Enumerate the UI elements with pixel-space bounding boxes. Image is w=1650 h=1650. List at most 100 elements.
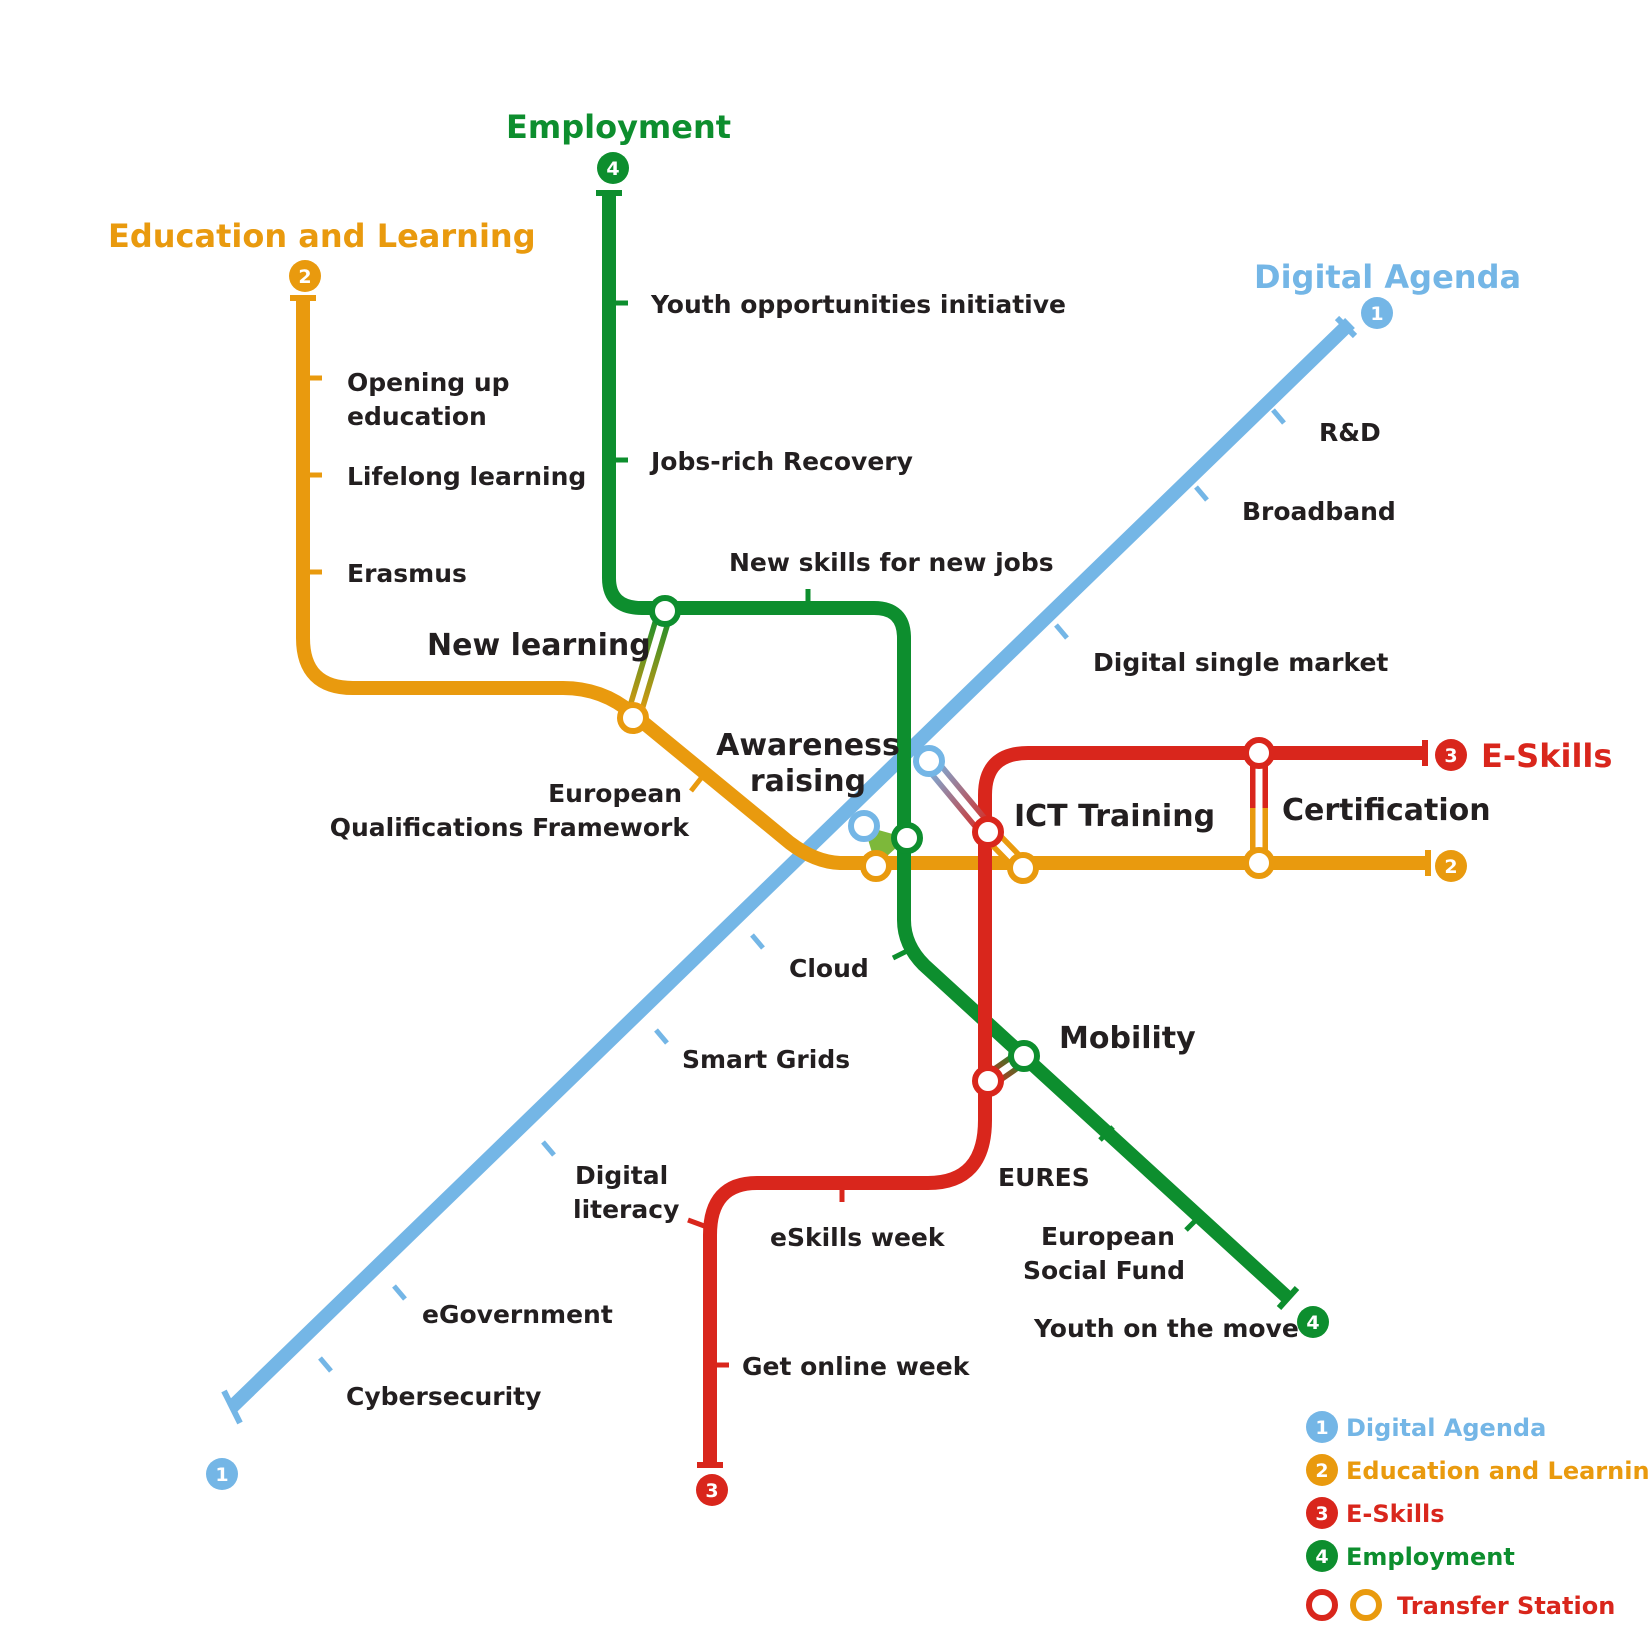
svg-text:3: 3 (1315, 1503, 1328, 1525)
transfer-certification (1243, 737, 1275, 879)
transfer-ict-training (913, 745, 1039, 884)
station-youth-on-the-move: Youth on the move (1033, 1314, 1299, 1343)
badge-1-bottom: 1 (206, 1458, 238, 1490)
tick-cloud (750, 933, 765, 950)
svg-text:3: 3 (705, 1480, 718, 1502)
title-employment: Employment (506, 108, 731, 146)
node-red (972, 816, 1004, 848)
tick-cloud-green (891, 947, 911, 961)
station-new-skills: New skills for new jobs (729, 548, 1054, 577)
tick-digital-literacy (541, 1140, 556, 1157)
station-youth-opportunities: Youth opportunities initiative (650, 290, 1066, 319)
svg-text:E-Skills: E-Skills (1346, 1500, 1445, 1528)
svg-text:2: 2 (298, 266, 311, 288)
tick-digital-single-market (1054, 623, 1069, 640)
legend: 1 Digital Agenda 2 Education and Learnin… (1306, 1411, 1650, 1621)
node-red (1243, 737, 1275, 769)
tick-eqf (689, 775, 704, 793)
node-red (972, 1065, 1004, 1097)
station-digital-single-market: Digital single market (1093, 648, 1388, 677)
node-green (649, 595, 681, 627)
station-digital-literacy-line2: literacy (573, 1195, 679, 1224)
legend-transfer-label: Transfer Station (1397, 1592, 1615, 1620)
transfer-awareness-raising (848, 810, 923, 882)
node-orange (860, 850, 892, 882)
badges: 1 1 2 2 3 3 4 4 (206, 152, 1467, 1506)
line-education (290, 295, 1431, 876)
label-ict-training: ICT Training (1014, 799, 1215, 834)
tick-egovernment (392, 1284, 407, 1301)
svg-text:Education and Learning: Education and Learning (1346, 1457, 1650, 1485)
svg-text:2: 2 (1444, 856, 1457, 878)
label-new-learning: New learning (427, 628, 651, 663)
tick-broadband (1194, 485, 1209, 502)
title-digital-agenda: Digital Agenda (1254, 258, 1521, 296)
tick-cybersecurity (318, 1356, 333, 1373)
svg-text:4: 4 (1315, 1546, 1328, 1568)
badge-3-bottom: 3 (696, 1474, 728, 1506)
label-certification: Certification (1282, 793, 1491, 828)
station-esf-line1: European (1041, 1222, 1175, 1251)
station-esf-line2: Social Fund (1023, 1256, 1185, 1285)
badge-4-bottom: 4 (1297, 1306, 1329, 1338)
tick-smart-grids (654, 1028, 669, 1045)
svg-text:4: 4 (606, 158, 619, 180)
label-awareness-line2: raising (750, 764, 866, 799)
badge-1-top: 1 (1361, 297, 1393, 329)
svg-text:2: 2 (1315, 1460, 1328, 1482)
node-orange (1243, 847, 1275, 879)
station-jobs-rich-recovery: Jobs-rich Recovery (649, 447, 913, 476)
station-smart-grids: Smart Grids (682, 1045, 850, 1074)
svg-text:3: 3 (1444, 745, 1457, 767)
line-digital-agenda (221, 315, 1358, 1425)
title-education: Education and Learning (108, 217, 536, 255)
svg-text:1: 1 (1315, 1417, 1328, 1439)
node-orange (617, 702, 649, 734)
digital-agenda-end-cap (221, 1389, 243, 1425)
legend-item-eskills: 3 E-Skills (1306, 1497, 1445, 1529)
label-awareness-line1: Awareness (716, 728, 900, 763)
svg-text:Employment: Employment (1346, 1543, 1515, 1571)
svg-text:1: 1 (1370, 303, 1383, 325)
line-employment (596, 190, 1300, 1311)
svg-text:Digital Agenda: Digital Agenda (1346, 1414, 1546, 1442)
station-broadband: Broadband (1242, 497, 1396, 526)
station-eskills-week: eSkills week (770, 1223, 946, 1252)
line-eskills (687, 740, 1428, 1468)
station-lifelong-learning: Lifelong learning (347, 462, 586, 491)
employment-track (602, 193, 1293, 1304)
employment-end-cap (1276, 1285, 1300, 1311)
tick-gap (687, 1217, 708, 1230)
education-track (296, 298, 1428, 870)
transfer-new-learning (617, 595, 681, 734)
label-mobility: Mobility (1059, 1021, 1196, 1056)
title-eskills: E-Skills (1481, 737, 1612, 775)
node-orange (1007, 852, 1039, 884)
svg-text:1: 1 (215, 1464, 228, 1486)
station-get-online-week: Get online week (742, 1352, 971, 1381)
legend-item-digital-agenda: 1 Digital Agenda (1306, 1411, 1546, 1443)
tick-eures (1098, 1125, 1115, 1142)
node-blue (848, 810, 880, 842)
station-eures: EURES (998, 1163, 1090, 1192)
badge-2-top: 2 (289, 260, 321, 292)
tick-esf (1184, 1215, 1201, 1232)
station-digital-literacy-line1: Digital (575, 1161, 668, 1190)
station-egovernment: eGovernment (422, 1300, 613, 1329)
tick-rd (1271, 408, 1286, 425)
legend-transfer-station: Transfer Station (1306, 1589, 1615, 1621)
badge-4-top: 4 (597, 152, 629, 184)
station-eqf-line2: Qualifications Framework (330, 813, 691, 842)
station-cloud: Cloud (789, 954, 869, 983)
node-green (891, 822, 923, 854)
station-cybersecurity: Cybersecurity (346, 1382, 541, 1411)
station-opening-up-line1: Opening up (347, 368, 510, 397)
legend-item-education: 2 Education and Learning (1306, 1454, 1650, 1486)
node-blue (913, 745, 945, 777)
legend-item-employment: 4 Employment (1306, 1540, 1515, 1572)
digital-agenda-track (227, 317, 1355, 1413)
station-eqf-line1: European (548, 779, 682, 808)
badge-3-right: 3 (1435, 739, 1467, 771)
node-green (1008, 1040, 1040, 1072)
